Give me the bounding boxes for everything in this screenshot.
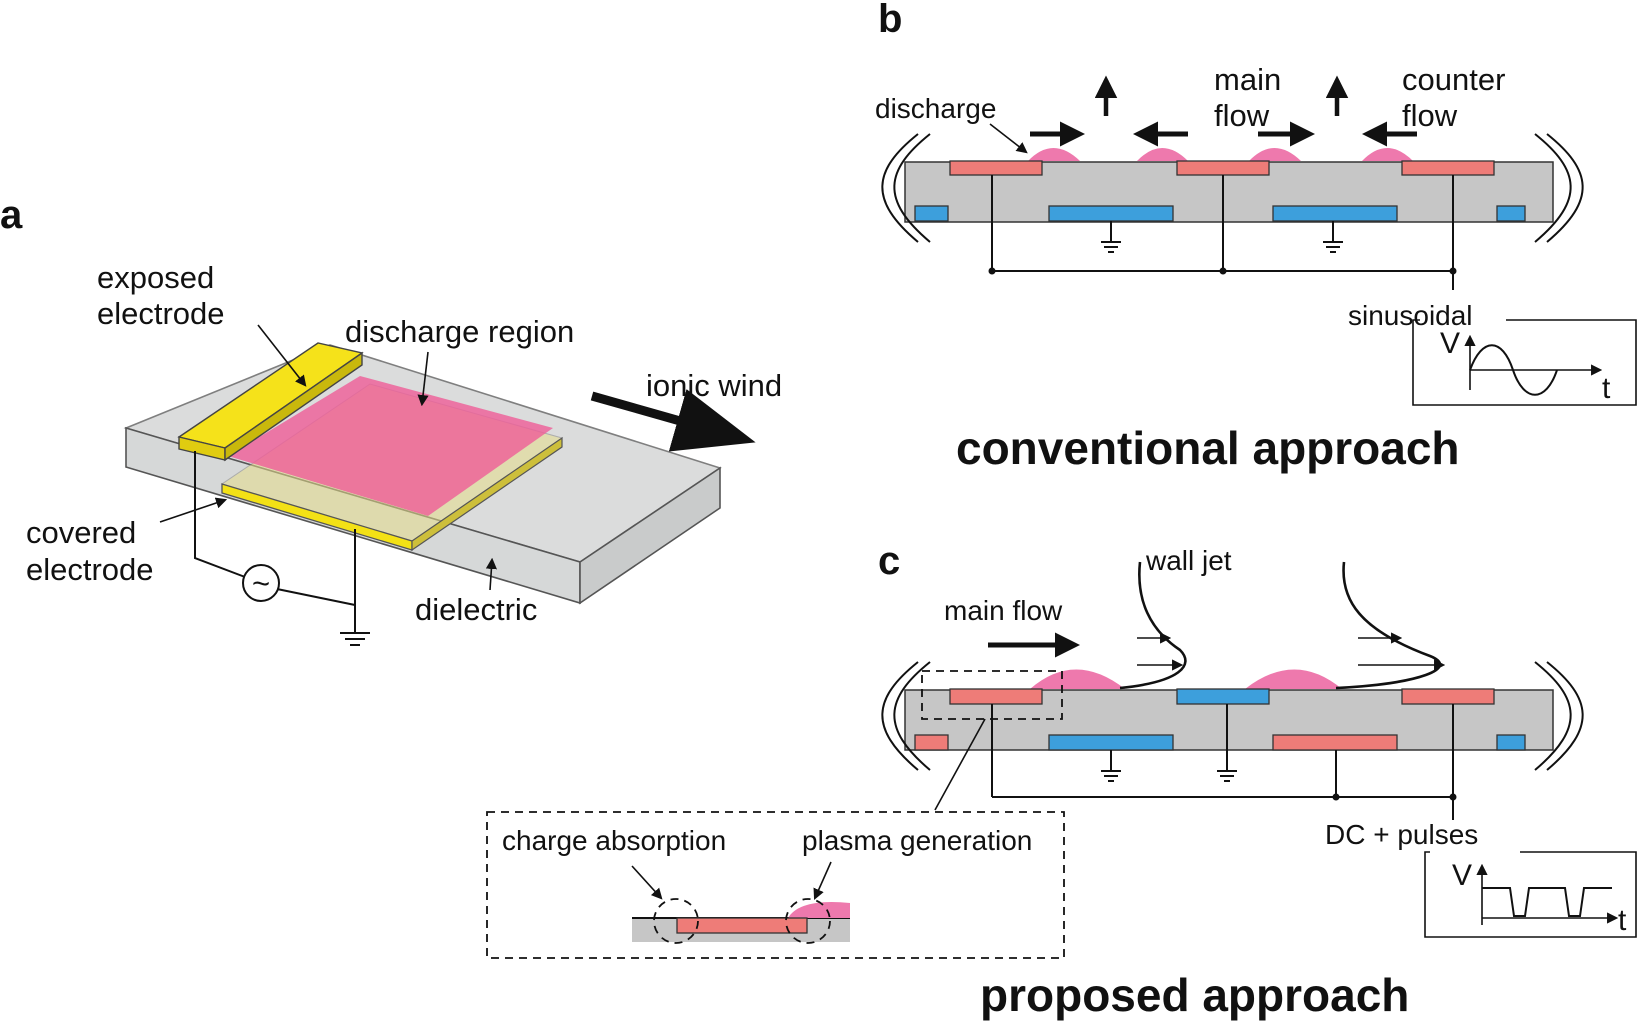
exposed-electrode [1401,688,1495,705]
panel-b-label: b [878,0,902,41]
wall-jet-profile [1335,561,1442,690]
counter-flow-label-2: flow [1402,98,1458,133]
plasma-dome [1249,148,1301,161]
discharge-leader [989,123,1028,154]
charge-absorption-circle [653,898,699,944]
exposed-electrode [1176,160,1270,176]
main-flow-label-1: main [1214,62,1281,97]
covered-electrode [1496,205,1526,222]
covered-electrode [1272,205,1398,222]
exposed-electrode-bar [177,342,364,462]
covered-electrode [1048,734,1174,751]
sinusoidal-label: sinusoidal [1348,300,1473,331]
axis-t-label: t [1618,904,1627,937]
plasma-generation-circle [785,898,831,944]
exposed-electrode-leader [257,324,307,387]
break-mark-left-1 [893,661,931,771]
exposed-electrode [949,688,1043,705]
panel-c: c [486,539,1637,1021]
dielectric-leader [485,557,497,591]
plasma-dome [1030,669,1125,689]
proposed-approach-title: proposed approach [980,969,1409,1021]
plasma-dome [1137,148,1188,161]
ground-icon [1101,221,1121,253]
ionic-wind-arrow [590,389,756,452]
break-mark-right-2 [1546,133,1584,243]
plasma-generation-leader [813,861,832,901]
dc-pulses-waveform-box: DC + pulses V t [1325,819,1637,938]
ground-icon [1101,750,1121,782]
break-mark-left-2 [881,661,919,771]
panel-a: a ~ [0,193,782,646]
counter-flow-label-1: counter [1402,62,1505,97]
covered-electrode [1048,205,1174,222]
conventional-approach-title: conventional approach [956,422,1460,474]
ac-source-icon [242,564,280,602]
wall-jet-profile [1119,561,1187,690]
covered-electrode [1272,734,1398,751]
ionic-wind-label: ionic wind [646,368,782,403]
panel-a-label: a [0,193,23,237]
zoom-region [921,670,1063,720]
charge-absorption-leader [631,865,663,900]
ac-circuit: ~ [194,451,370,646]
detail-inset: charge absorption plasma generation [486,811,1065,959]
axis-t-label: t [1602,372,1611,405]
plasma-dome [1362,148,1413,161]
exposed-electrode-label-1: exposed [97,260,214,295]
zoom-connector [934,718,986,811]
break-mark-left-2 [881,133,919,243]
plasma-generation-label: plasma generation [802,825,1032,856]
break-mark-right-2 [1546,661,1584,771]
covered-electrode [914,734,949,751]
inset-electrode [676,917,808,934]
b-circuit [988,175,1457,290]
covered-electrode [1496,734,1526,751]
break-mark-right-1 [1534,133,1572,243]
discharge-label: discharge [875,93,996,124]
inset-plasma [788,902,850,918]
dc-pulses-label: DC + pulses [1325,819,1478,850]
covered-electrode-label-1: covered [26,515,136,550]
covered-electrode-label-2: electrode [26,552,154,587]
break-mark-right-1 [1534,661,1572,771]
exposed-electrode-label-2: electrode [97,296,225,331]
svg-text:~: ~ [252,566,270,601]
discharge-region-label: discharge region [345,314,574,349]
sinusoidal-waveform-box: sinusoidal V t [1348,300,1637,406]
discharge-region-shape [228,376,553,516]
main-flow-label: main flow [944,595,1063,626]
plasma-dome [1245,669,1342,689]
covered-electrode-leader [159,497,228,523]
charge-absorption-label: charge absorption [502,825,726,856]
panel-b: b [875,0,1637,474]
grounded-electrode [1176,688,1270,705]
ground-icon [1323,221,1343,253]
exposed-electrode [1401,160,1495,176]
panel-c-label: c [878,539,900,583]
plasma-dome [1028,148,1080,161]
break-mark-left-1 [893,133,931,243]
exposed-electrode [949,160,1043,176]
discharge-region-leader [417,351,429,407]
axis-v-label: V [1440,327,1460,360]
main-flow-label-2: flow [1214,98,1270,133]
wall-jet-label: wall jet [1145,545,1232,576]
dielectric-label: dielectric [415,592,537,627]
covered-electrode [914,205,949,222]
ground-icon [1217,704,1237,782]
axis-v-label: V [1452,859,1472,892]
